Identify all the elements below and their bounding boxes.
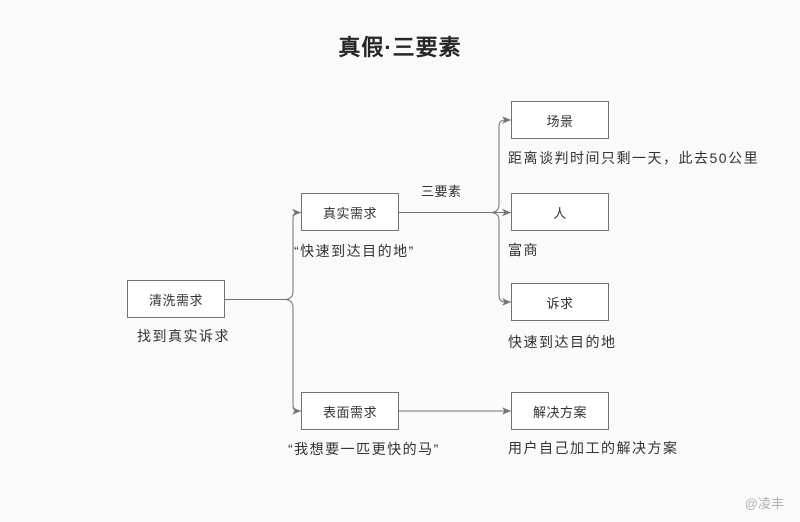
- node-solution: 解决方案: [511, 392, 609, 430]
- node-real-demand: 真实需求: [301, 193, 399, 231]
- caption-real-demand: “快速到达目的地”: [294, 243, 415, 259]
- edge-label-three-elements: 三要素: [421, 184, 462, 199]
- caption-clean-demand: 找到真实诉求: [137, 328, 230, 344]
- edge-real-to-scene: [399, 116, 511, 213]
- node-scene: 场景: [511, 101, 609, 139]
- caption-scene: 距离谈判时间只剩一天，此去50公里: [508, 150, 760, 166]
- caption-solution: 用户自己加工的解决方案: [508, 440, 679, 456]
- edge-clean-to-surface: [285, 299, 301, 415]
- node-clean-demand: 清洗需求: [127, 280, 225, 318]
- diagram-title: 真假·三要素: [338, 35, 462, 60]
- watermark-signature: @凌丰: [744, 496, 784, 511]
- node-person: 人: [511, 193, 609, 231]
- caption-appeal: 快速到达目的地: [508, 334, 617, 350]
- caption-person: 富商: [508, 242, 539, 258]
- node-surface-demand: 表面需求: [301, 392, 399, 430]
- node-appeal: 诉求: [511, 283, 609, 321]
- caption-surface-demand: “我想要一匹更快的马”: [288, 441, 440, 457]
- edge-clean-to-real: [225, 208, 301, 300]
- edge-real-to-appeal: [491, 212, 511, 306]
